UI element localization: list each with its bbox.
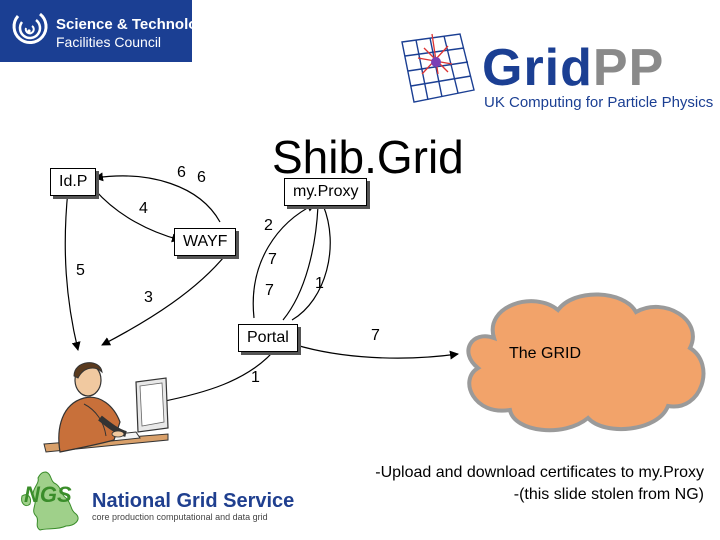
arrow-step-1-outer bbox=[291, 204, 331, 321]
stfc-logo: Science & Technology Facilities Council bbox=[0, 0, 215, 62]
stfc-logo-icon bbox=[12, 12, 48, 45]
arrow-step-3 bbox=[101, 251, 229, 346]
gridpp-pp-text: PP bbox=[592, 39, 665, 97]
arrow-step-4 bbox=[94, 189, 181, 243]
caption-line-2: -(this slide stolen from NG) bbox=[513, 485, 704, 503]
arrow-step-5 bbox=[64, 189, 81, 351]
step-label-1b: 1 bbox=[251, 369, 260, 386]
caption-line-1: -Upload and download certificates to my.… bbox=[375, 464, 704, 481]
ngs-subtitle: core production computational and data g… bbox=[92, 512, 268, 522]
grid-label: The GRID bbox=[509, 345, 582, 362]
arrow-step-7-grid bbox=[295, 344, 459, 360]
arrow-step-6 bbox=[94, 172, 221, 223]
arrow-step-7-inner bbox=[282, 205, 319, 321]
step-label-6a: 6 bbox=[177, 164, 186, 181]
grid-cloud-icon bbox=[466, 292, 706, 433]
step-label-7b: 7 bbox=[265, 282, 274, 299]
gridpp-grid-text: Grid bbox=[482, 39, 593, 97]
portal-node: Portal bbox=[238, 324, 298, 352]
step-label-7a: 7 bbox=[268, 251, 277, 268]
gridpp-mesh-icon bbox=[401, 33, 475, 103]
step-label-7c: 7 bbox=[371, 327, 380, 344]
step-label-6b: 6 bbox=[197, 169, 206, 186]
step-label-5: 5 bbox=[76, 262, 85, 279]
gridpp-subtitle: UK Computing for Particle Physics bbox=[484, 94, 714, 111]
arrow-step-1-bottom bbox=[159, 345, 279, 403]
ngs-title: National Grid Service bbox=[92, 490, 295, 512]
arrow-step-2 bbox=[252, 203, 316, 319]
stfc-name-line2: Facilities Council bbox=[56, 34, 162, 50]
step-label-4: 4 bbox=[139, 200, 148, 217]
uk-map-icon bbox=[21, 471, 79, 531]
caption: -Upload and download certificates to my.… bbox=[375, 462, 704, 505]
gridpp-wordmark: GridPP bbox=[482, 42, 664, 94]
step-label-1a: 1 bbox=[315, 275, 324, 292]
step-label-2: 2 bbox=[264, 217, 273, 234]
myproxy-node: my.Proxy bbox=[284, 178, 368, 206]
wayf-node: WAYF bbox=[174, 228, 237, 256]
diagram-title: Shib.Grid bbox=[272, 131, 464, 183]
user-at-computer-icon bbox=[43, 362, 169, 453]
ngs-letters: NGS bbox=[24, 482, 72, 507]
idp-node: Id.P bbox=[50, 168, 97, 196]
stfc-name-line1: Science & Technology bbox=[56, 16, 215, 33]
step-label-3: 3 bbox=[144, 289, 153, 306]
